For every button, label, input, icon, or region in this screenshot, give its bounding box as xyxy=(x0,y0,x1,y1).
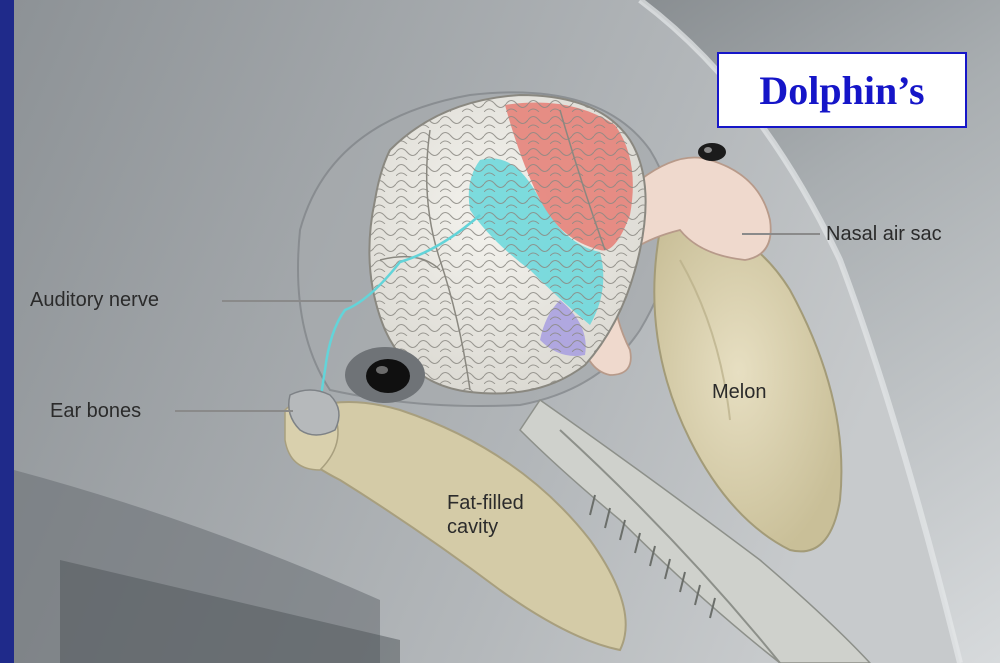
auditory-nerve-label: Auditory nerve xyxy=(30,289,159,311)
melon-label: Melon xyxy=(712,381,766,403)
ear-bones-leader xyxy=(175,410,293,412)
ear-bones-label: Ear bones xyxy=(50,400,141,422)
nasal-air-sac-label: Nasal air sac xyxy=(826,223,942,245)
fat-filled-cavity-label-line1: Fat-filled xyxy=(447,492,524,514)
blowhole xyxy=(698,143,726,161)
slide-title: Dolphin’s xyxy=(759,67,924,114)
fat-filled-cavity-label-line2: cavity xyxy=(447,516,498,538)
eye xyxy=(345,347,425,403)
auditory-nerve-leader xyxy=(222,300,352,302)
nasal-air-sac-leader xyxy=(742,233,820,235)
title-box: Dolphin’s xyxy=(717,52,967,128)
